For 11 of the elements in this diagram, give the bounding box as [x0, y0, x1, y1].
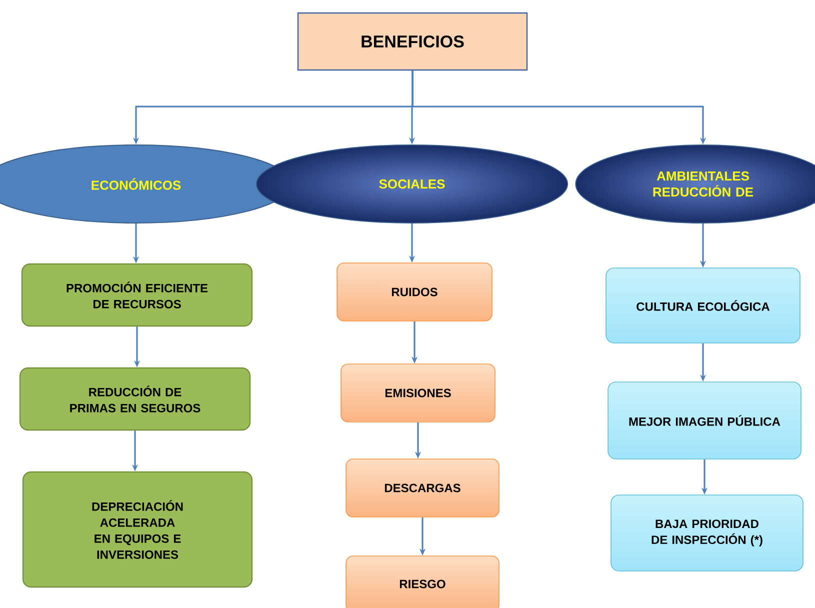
benefit-box: REDUCCIÓN DE PRIMAS EN SEGUROS — [19, 367, 251, 431]
title-box: BENEFICIOS — [297, 12, 528, 71]
benefit-box: DEPRECIACIÓN ACELERADA EN EQUIPOS E INVERSIONES — [22, 471, 253, 588]
benefit-box: RIESGO — [346, 556, 500, 608]
benefit-box: RUIDOS — [336, 262, 492, 322]
benefit-box: PROMOCIÓN EFICIENTE DE RECURSOS — [21, 263, 253, 327]
benefit-box: MEJOR IMAGEN PÚBLICA — [608, 382, 802, 460]
benefit-box: BAJA PRIORIDAD DE INSPECCIÓN (*) — [610, 494, 804, 572]
benefit-box: CULTURA ECOLÓGICA — [606, 268, 800, 344]
benefit-box: DESCARGAS — [346, 458, 500, 518]
benefit-box: EMISIONES — [340, 364, 496, 422]
